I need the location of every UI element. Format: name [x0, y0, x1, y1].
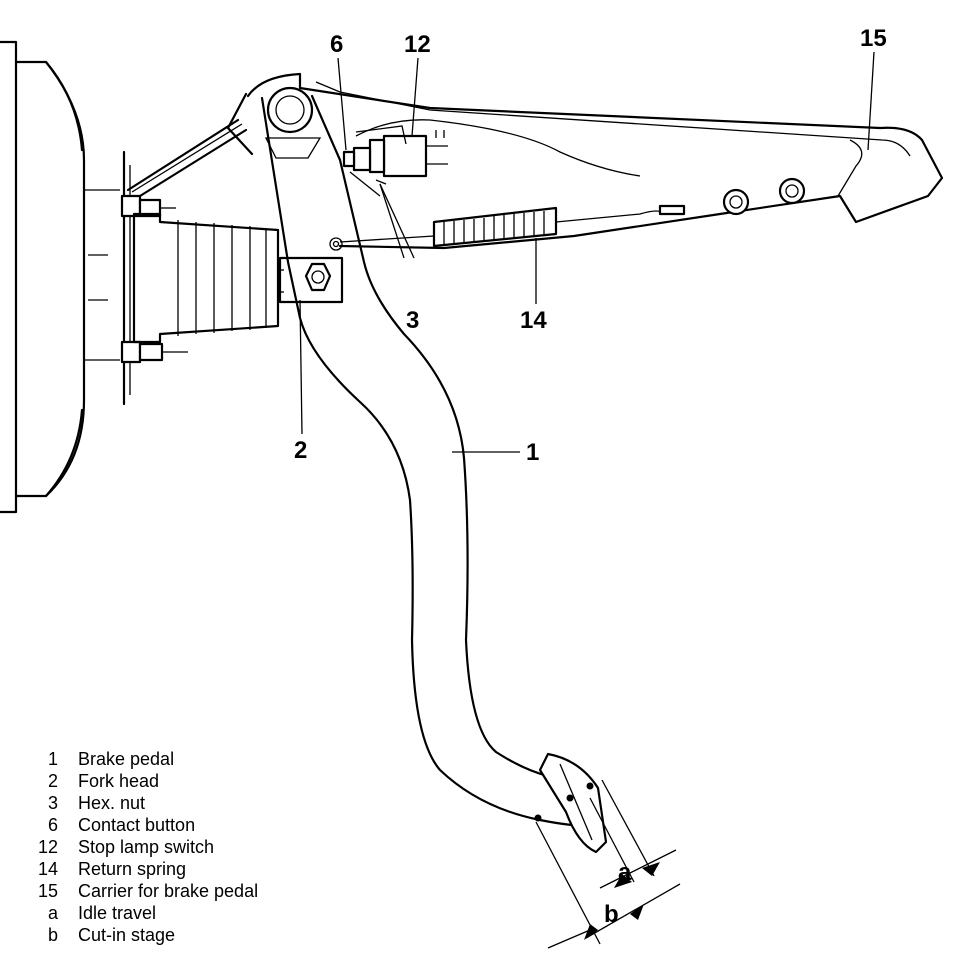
- callout-3: 3: [406, 307, 419, 334]
- legend-text: Fork head: [78, 771, 159, 791]
- leader-lines: [299, 51, 875, 453]
- return-spring: [339, 204, 686, 248]
- legend-text: Contact button: [78, 815, 195, 835]
- callout-6: 6: [330, 31, 343, 58]
- firewall-bolts: [120, 194, 188, 364]
- legend-text: Cut-in stage: [78, 925, 175, 945]
- legend-num: 2: [48, 771, 58, 791]
- push-rod: [126, 118, 248, 198]
- legend-text: Idle travel: [78, 903, 156, 923]
- dimension-lines: [535, 779, 681, 949]
- legend-num: 3: [48, 793, 58, 813]
- rubber-boot: [132, 212, 280, 344]
- callout-14: 14: [520, 307, 547, 334]
- stop-lamp-switch: [342, 125, 448, 197]
- callout-1: 1: [526, 439, 539, 466]
- legend-num: 15: [38, 881, 58, 901]
- legend-num: 1: [48, 749, 58, 769]
- legend-num: a: [48, 903, 59, 923]
- legend-text: Hex. nut: [78, 793, 145, 813]
- pedal-pivot: [264, 86, 322, 159]
- legend-text: Stop lamp switch: [78, 837, 214, 857]
- brake-pedal: [260, 94, 608, 854]
- fork-head: [278, 256, 344, 304]
- dimension-b-label: b: [604, 901, 619, 928]
- callout-15: 15: [860, 25, 887, 52]
- legend: 1 Brake pedal 2 Fork head 3 Hex. nut 6 C…: [38, 749, 258, 945]
- dimension-a-label: a: [618, 859, 632, 886]
- legend-num: 6: [48, 815, 58, 835]
- brake-booster: [0, 40, 131, 514]
- callout-2: 2: [294, 437, 307, 464]
- legend-text: Brake pedal: [78, 749, 174, 769]
- callout-12: 12: [404, 31, 431, 58]
- legend-text: Return spring: [78, 859, 186, 879]
- pedal-carrier: [226, 72, 944, 251]
- legend-num: b: [48, 925, 58, 945]
- legend-num: 12: [38, 837, 58, 857]
- legend-num: 14: [38, 859, 58, 879]
- legend-text: Carrier for brake pedal: [78, 881, 258, 901]
